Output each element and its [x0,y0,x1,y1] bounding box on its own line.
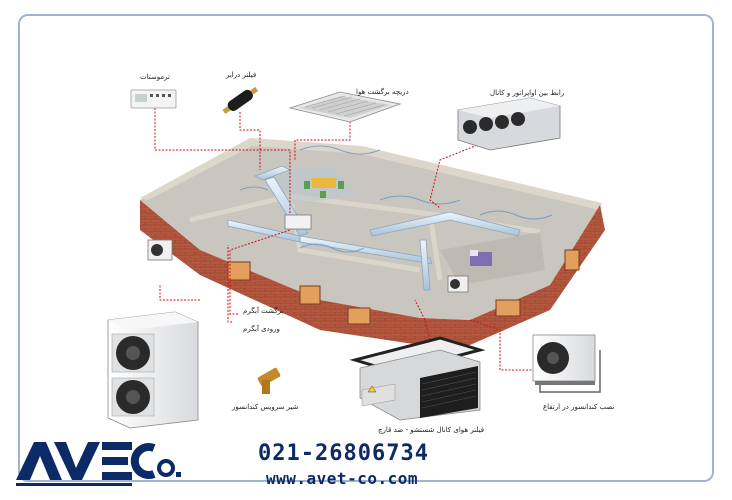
chair [338,181,344,189]
window [564,249,580,271]
plenum-box-device [457,97,561,151]
label-supply-air: ورودی آبگرم [243,325,280,333]
building [140,138,605,345]
window [347,307,371,325]
contact-phone: 021-26806734 [258,441,429,466]
label-thermostat: ترموستات [140,73,170,81]
brick-wall-right [420,318,470,345]
thermostat-device [130,89,177,109]
main-duct [369,211,521,237]
outdoor-condenser [107,311,199,429]
bed-pillow [470,250,478,256]
window [299,285,321,305]
partition-wall [427,213,443,281]
indoor-evaporator [284,214,312,230]
label-return-grille: دریچه برگشت هوا [356,88,409,96]
contact-website[interactable]: www.avet-co.com [266,469,418,488]
label-service-valve: شیر سرویس کندانسور [232,403,299,411]
window [495,299,521,317]
leader-lines [154,108,535,371]
brick-wall-left [140,200,200,275]
label-return-air: برگشت آبگرم [243,307,284,315]
service-valve-device [257,367,281,394]
label-duct-filter: فیلتر هوای کانال شستشو - ضد قارچ [378,426,485,434]
filter-drier-device [222,86,259,114]
window [227,261,251,281]
air-flow [239,145,553,253]
wall-condenser [532,334,601,393]
branch-duct [419,239,431,291]
label-condenser-install: نصب کندانسور در ارتفاع [543,403,615,411]
avetco-logo [16,442,181,486]
room-bedroom [440,232,545,285]
label-drier-filter: فیلتر درایر [226,71,257,79]
return-grille-device [288,91,402,123]
chair [320,191,326,198]
ducted-evaporator [349,336,486,421]
label-evaporator-connection: رابط بین اواپراتور و کانال [490,89,565,97]
small-condenser-right [447,275,469,293]
branch-duct [227,219,301,243]
dining-table [312,178,336,188]
small-condenser-left [147,239,173,261]
chair [304,181,310,189]
